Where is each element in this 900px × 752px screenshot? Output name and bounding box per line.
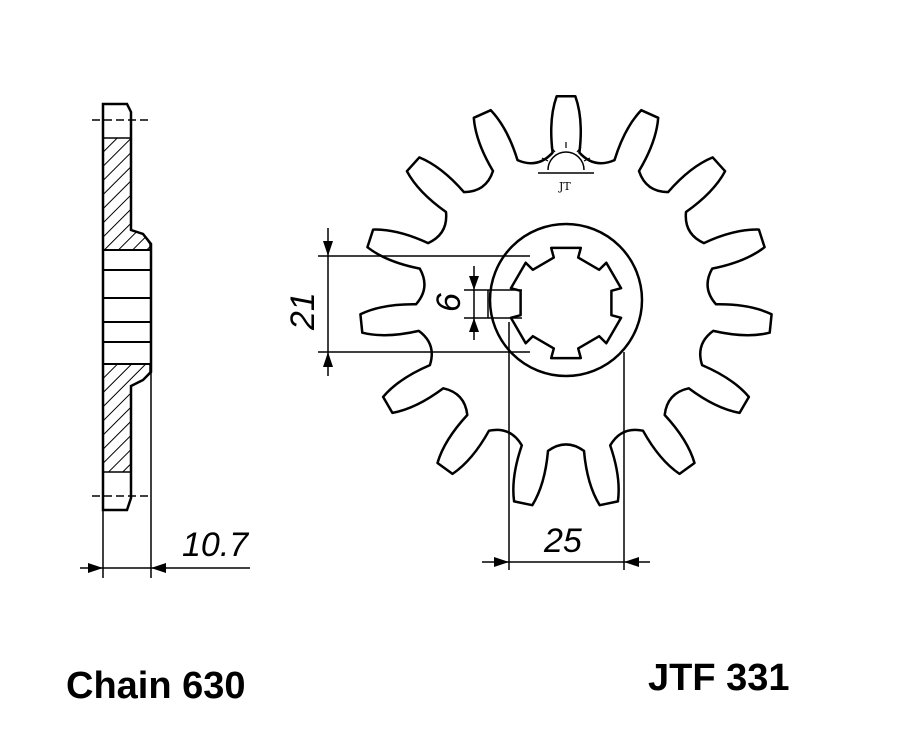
- arrow-head: [323, 241, 333, 256]
- spline-diameter-dimension-label: 25: [543, 522, 582, 560]
- arrow-head: [494, 557, 509, 567]
- arrow-head: [469, 318, 479, 332]
- arrow-head: [151, 563, 166, 573]
- side-hatch-upper: [102, 137, 151, 251]
- sun-ray: [550, 146, 556, 153]
- sun-ray: [576, 146, 582, 153]
- arrow-head: [469, 276, 479, 290]
- thickness-dimension-label: 10.7: [182, 526, 249, 564]
- front-view: JT 21 6 25: [284, 94, 773, 570]
- part-number-label: JTF 331: [648, 657, 790, 699]
- logo-text: JT: [558, 180, 571, 193]
- side-hatch-lower: [102, 363, 151, 473]
- bore-flat-dimension-label: 21: [284, 292, 322, 331]
- splined-bore: [509, 246, 623, 360]
- sun-ray: [541, 157, 549, 162]
- sprocket-outline: [359, 94, 773, 507]
- jt-logo: JT: [538, 142, 594, 193]
- arrow-head: [88, 563, 103, 573]
- chain-label: Chain 630: [66, 665, 246, 707]
- hub-ring: [488, 222, 644, 378]
- arrow-head: [624, 557, 639, 567]
- arrow-head: [323, 352, 333, 367]
- side-section-view: 10.7: [80, 102, 250, 578]
- sun-logo-icon: [547, 151, 585, 171]
- sun-ray: [583, 157, 591, 162]
- spline-width-dimension-label: 6: [430, 293, 468, 312]
